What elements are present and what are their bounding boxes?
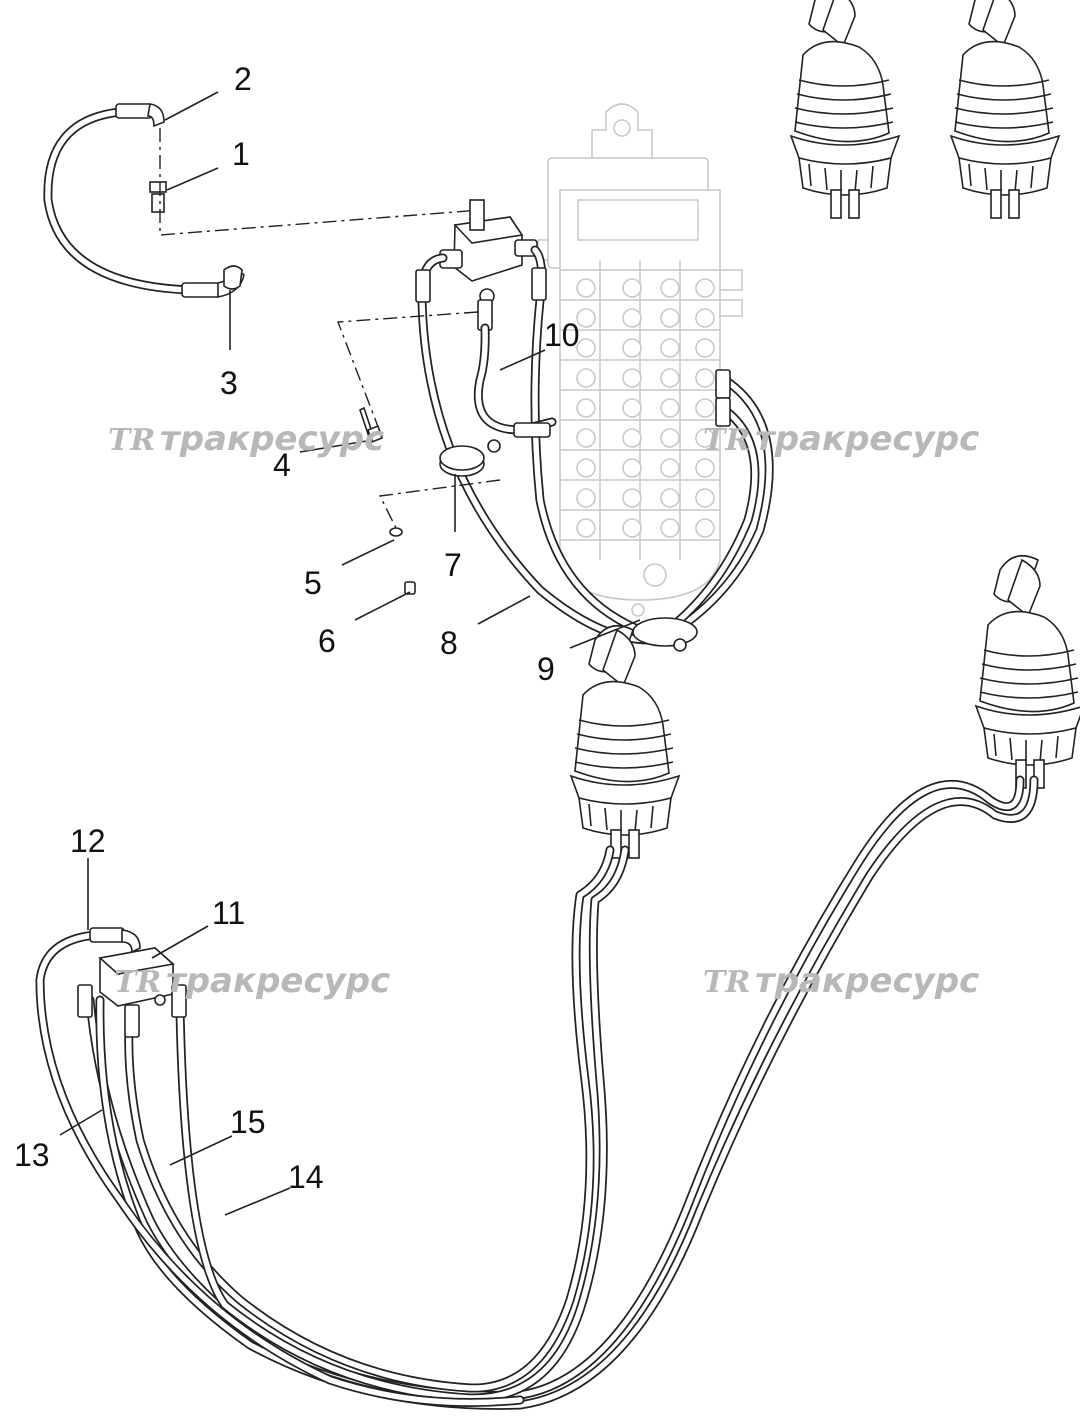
watermark-logo: TR (108, 423, 155, 458)
bolt-4 (359, 406, 383, 444)
callout-14: 14 (288, 1159, 324, 1195)
assembly-line-4 (337, 311, 479, 433)
fitting-3 (223, 265, 243, 290)
callout-15: 15 (230, 1104, 266, 1140)
hose-valve-right (655, 369, 774, 645)
callout-9: 9 (537, 651, 555, 687)
assembly-line-1 (159, 128, 481, 236)
callout-1: 1 (232, 136, 250, 172)
joystick-top-right (950, 0, 1060, 219)
clamp-7 (439, 439, 501, 477)
washer-5 (389, 527, 403, 537)
fitting-1 (149, 181, 167, 213)
control-valve-background (537, 103, 743, 617)
hose-block-left (415, 253, 655, 645)
pilot-valve-block (439, 199, 538, 331)
hose-block-right-8 (530, 245, 650, 637)
callout-labels: 2 1 3 4 5 6 7 8 9 10 11 12 13 14 15 (14, 61, 580, 1195)
callout-2: 2 (234, 61, 252, 97)
watermark-4: TR тракресурс (703, 961, 979, 1001)
hose-10 (473, 323, 557, 438)
watermark-text: тракресурс (160, 419, 384, 459)
bolt-6 (404, 581, 416, 595)
watermark-text: тракресурс (166, 961, 390, 1001)
callout-5: 5 (304, 565, 322, 601)
watermark-3: TR тракресурс (114, 961, 390, 1001)
pilot-block-11 (77, 927, 187, 1038)
callout-3: 3 (220, 365, 238, 401)
leader-lines (59, 91, 641, 1216)
clamp-9 (632, 617, 698, 652)
watermark-2: TR тракресурс (703, 419, 979, 459)
joystick-right-installed (975, 554, 1080, 789)
hose-upper-loop (43, 103, 245, 298)
callout-4: 4 (273, 447, 291, 483)
callout-6: 6 (318, 623, 336, 659)
joystick-top-left (790, 0, 900, 219)
hose-12-loop (35, 930, 525, 1407)
callout-13: 13 (14, 1137, 50, 1173)
watermark-logo: TR (703, 965, 750, 1000)
callout-11: 11 (212, 895, 245, 931)
hose-left-joystick-run (124, 845, 630, 1403)
watermark-text: тракресурс (755, 961, 979, 1001)
callout-7: 7 (444, 547, 462, 583)
joystick-left-installed (570, 624, 680, 859)
assembly-line-5-6 (378, 479, 501, 533)
watermark-1: TR тракресурс (108, 419, 384, 459)
watermark-text: тракресурс (755, 419, 979, 459)
watermark-logo: TR (114, 965, 161, 1000)
callout-10: 10 (544, 317, 580, 353)
callout-8: 8 (440, 625, 458, 661)
callout-12: 12 (70, 823, 106, 859)
watermark-logo: TR (703, 423, 750, 458)
